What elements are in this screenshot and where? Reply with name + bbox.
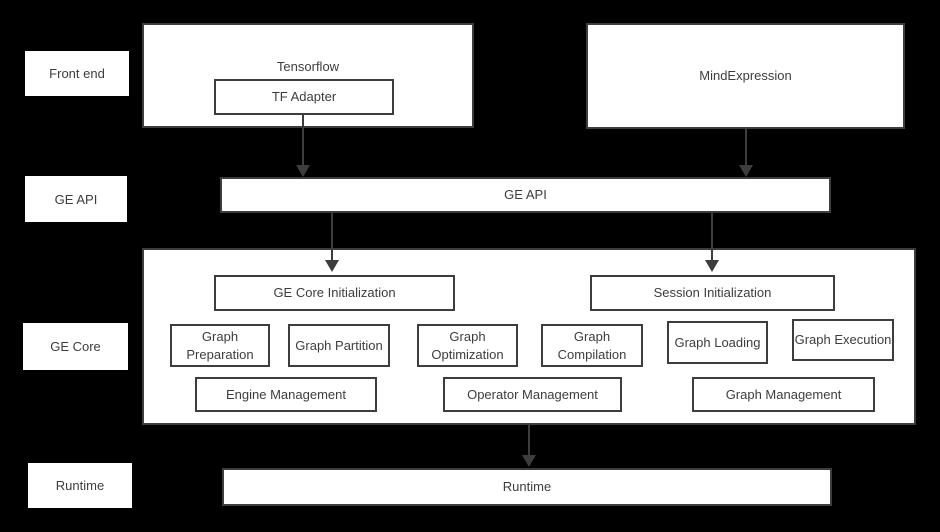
arrow-head-icon: [739, 165, 753, 177]
side-label-front-end: Front end: [25, 51, 129, 96]
ge-core-initialization-box: GE Core Initialization: [214, 275, 455, 311]
arrow-tf-adapter-to-ge-api: [296, 114, 310, 177]
arrow-head-icon: [705, 260, 719, 272]
tensorflow-title: Tensorflow: [276, 59, 340, 74]
arrow-head-icon: [522, 455, 536, 467]
arrow-shaft: [528, 425, 530, 456]
mindexpression-box: MindExpression: [586, 23, 905, 129]
tensorflow-box: Tensorflow TF Adapter: [142, 23, 474, 128]
graph-compilation-box: Graph Compilation: [541, 324, 643, 367]
session-initialization-box: Session Initialization: [590, 275, 835, 311]
side-label-runtime: Runtime: [28, 463, 132, 508]
graph-loading-box: Graph Loading: [667, 321, 768, 364]
arrow-shaft: [745, 129, 747, 166]
runtime-bar: Runtime: [222, 468, 832, 506]
side-label-ge-api: GE API: [25, 176, 127, 222]
graph-partition-box: Graph Partition: [288, 324, 390, 367]
side-label-ge-core: GE Core: [23, 323, 128, 370]
arrow-mindexpression-to-ge-api: [739, 129, 753, 177]
graph-preparation-box: Graph Preparation: [170, 324, 270, 367]
arrow-shaft: [331, 213, 333, 261]
graph-optimization-box: Graph Optimization: [417, 324, 518, 367]
ge-core-box: GE Core Initialization Session Initializ…: [142, 248, 916, 425]
arrow-ge-core-to-runtime: [522, 425, 536, 467]
graph-execution-box: Graph Execution: [792, 319, 894, 361]
operator-management-box: Operator Management: [443, 377, 622, 412]
arrow-shaft: [302, 114, 304, 166]
arrow-ge-api-to-ge-core-initialization: [325, 213, 339, 272]
engine-management-box: Engine Management: [195, 377, 377, 412]
ge-api-bar: GE API: [220, 177, 831, 213]
arrow-head-icon: [325, 260, 339, 272]
arrow-ge-api-to-session-initialization: [705, 213, 719, 272]
tf-adapter-box: TF Adapter: [214, 79, 394, 115]
arrow-head-icon: [296, 165, 310, 177]
graph-management-box: Graph Management: [692, 377, 875, 412]
arrow-shaft: [711, 213, 713, 261]
